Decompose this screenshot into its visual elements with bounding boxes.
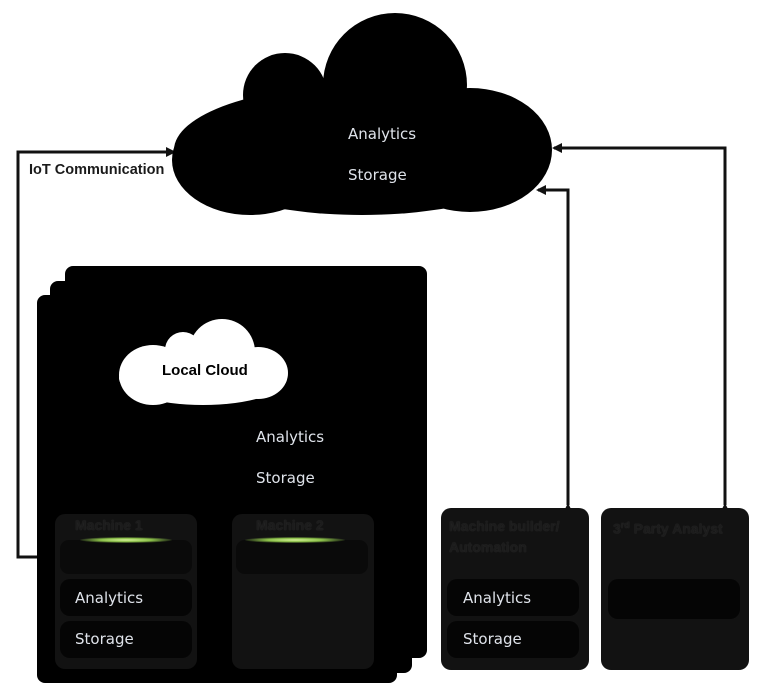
builder-title-line2: Automation bbox=[449, 539, 527, 555]
cloud-analyst-connector bbox=[552, 143, 730, 513]
local-analytics-label: Analytics bbox=[256, 428, 325, 446]
machine2-title: Machine 2 bbox=[256, 517, 324, 533]
machine1-glow bbox=[80, 537, 172, 543]
builder-title-line1: Machine builder/ bbox=[449, 518, 560, 534]
analyst-title-prefix: 3 bbox=[613, 520, 621, 537]
analyst-title: 3rd Party Analyst bbox=[613, 520, 723, 537]
builder-storage-row bbox=[447, 621, 579, 658]
local-cloud-label: Local Cloud bbox=[162, 362, 248, 379]
machine2-status-bar bbox=[236, 540, 368, 574]
analyst-title-suffix: Party Analyst bbox=[629, 520, 723, 537]
machine1-title: Machine 1 bbox=[75, 517, 143, 533]
machine2-glow bbox=[245, 537, 345, 543]
machine1-storage-label: Storage bbox=[75, 630, 134, 648]
machine1-analytics-row bbox=[60, 579, 192, 616]
builder-analytics-row bbox=[447, 579, 579, 616]
analyst-content-row bbox=[608, 579, 740, 619]
local-storage-label: Storage bbox=[256, 469, 315, 487]
builder-analytics-label: Analytics bbox=[463, 589, 532, 607]
analyst-title-sup: rd bbox=[620, 520, 630, 530]
cloud-shape bbox=[172, 13, 552, 215]
cloud-analytics-label: Analytics bbox=[348, 125, 417, 143]
machine1-storage-row bbox=[60, 621, 192, 658]
builder-storage-label: Storage bbox=[463, 630, 522, 648]
iot-communication-label: IoT Communication bbox=[29, 162, 165, 178]
machine1-analytics-label: Analytics bbox=[75, 589, 144, 607]
cloud-storage-label: Storage bbox=[348, 166, 407, 184]
machine1-status-bar bbox=[60, 540, 192, 574]
cloud-builder-connector bbox=[536, 185, 573, 513]
